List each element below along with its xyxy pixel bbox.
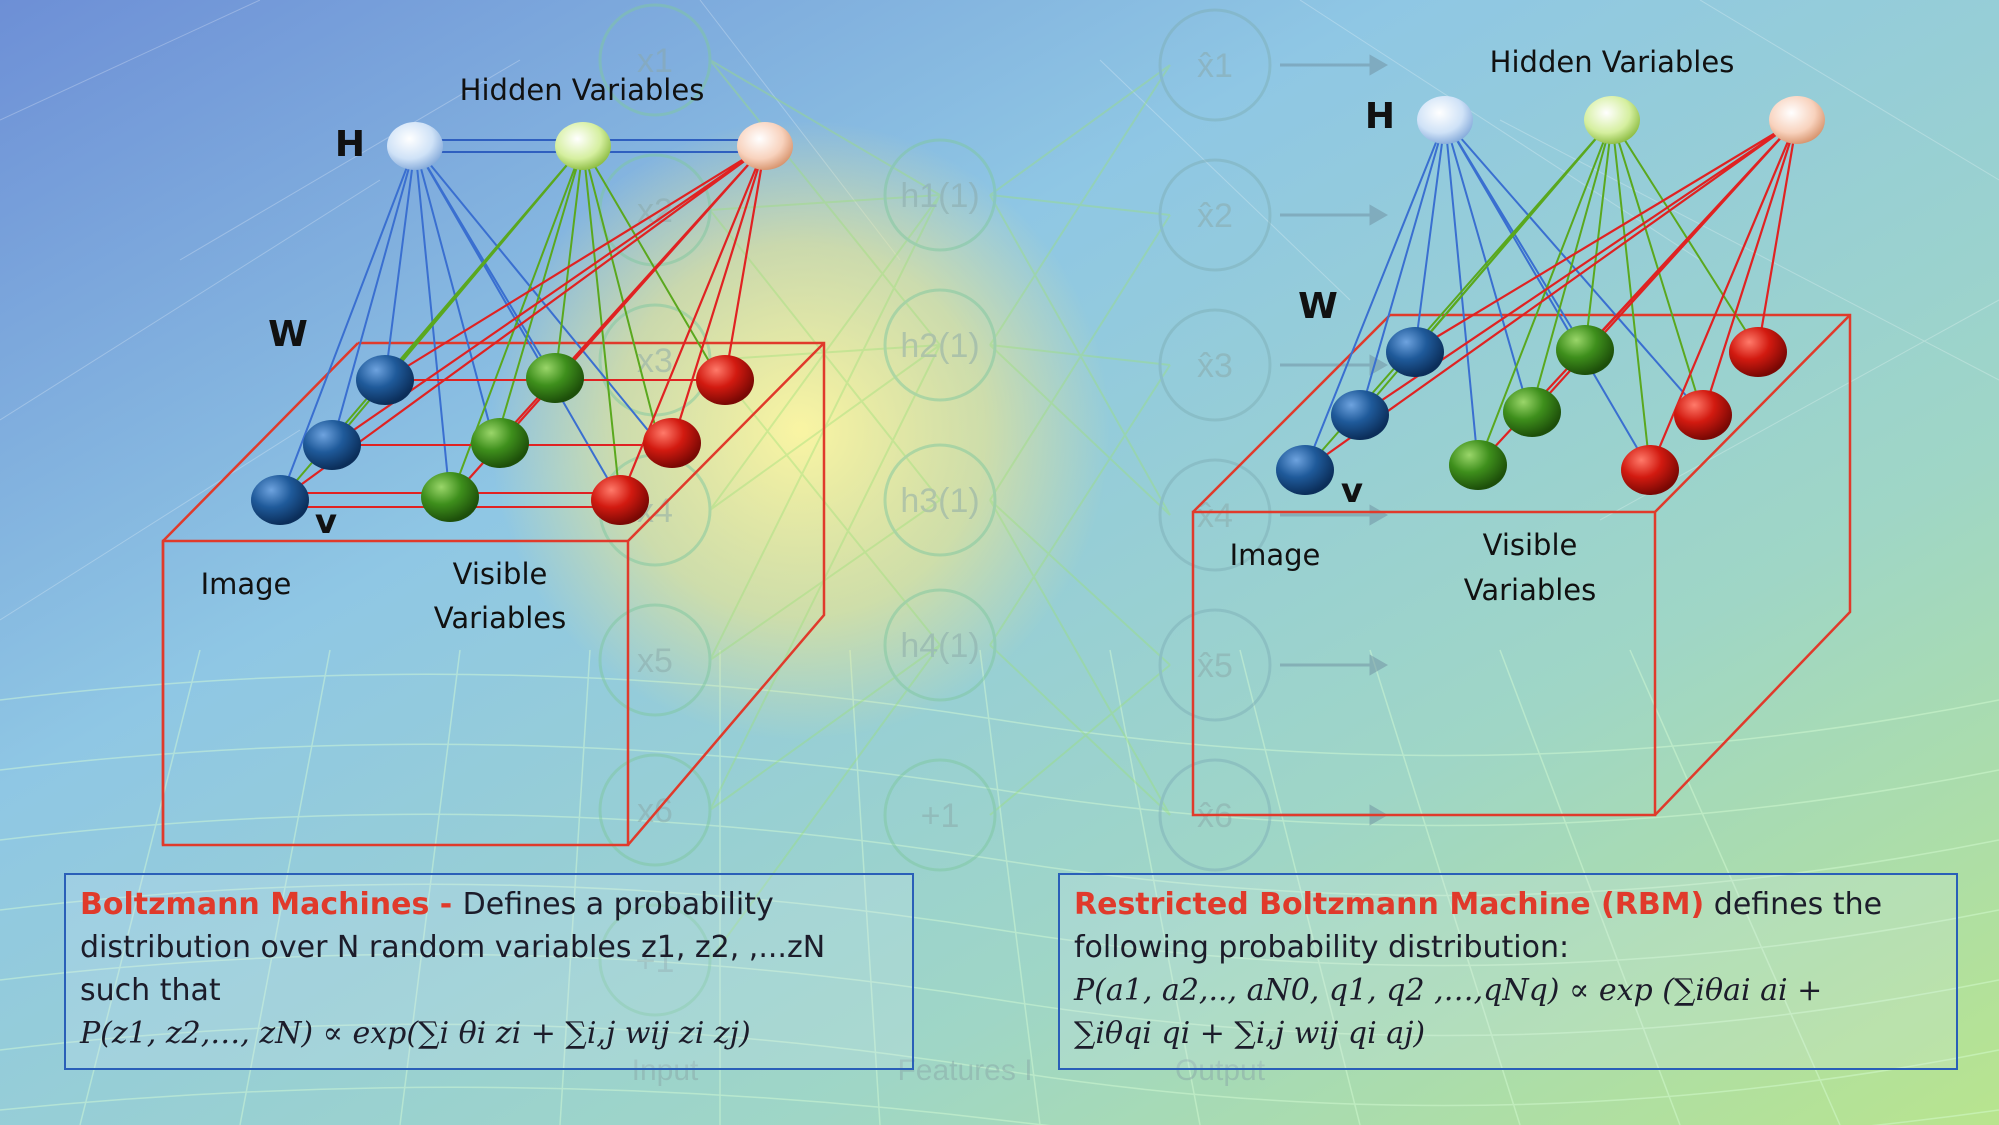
visible-node-blue [1331,390,1389,440]
image-cube-right [1191,313,1852,817]
visible-node-blue [251,475,309,525]
hidden-node-green [555,122,611,170]
boltzmann-description-panel: Boltzmann Machines - Defines a probabili… [64,873,914,1070]
bg-input-label: x3 [637,342,673,380]
bg-output-label: x̂3 [1197,347,1233,385]
v-label: v [1341,471,1363,511]
image-label: Image [201,567,292,601]
bg-caption: Output [1175,1054,1266,1087]
v-label: v [315,502,337,542]
background-glow [490,120,1110,740]
bg-output-arrows [1280,54,1389,826]
w-label: W [1298,286,1338,327]
bg-input-label: x2 [637,192,673,230]
visible-variables-label: Visible [1483,528,1578,562]
rbm-description-panel: Restricted Boltzmann Machine (RBM) defin… [1058,873,1958,1070]
panel-title: Boltzmann Machines [80,887,430,922]
boltzmann-machine-diagram: Hidden Variables H W v Image Visible Var… [161,73,826,847]
image-label: Image [1230,538,1321,572]
panel-text: distribution over N random variables z1,… [80,930,826,965]
panel-title: Restricted Boltzmann Machine (RBM) [1074,887,1705,922]
visible-node-green [1503,387,1561,437]
visible-node-blue [356,355,414,405]
h-label: H [1365,96,1395,137]
bg-hidden-nodes [883,138,997,872]
panel-formula: ∑iθqi qi + ∑i,j wij qi aj) [1074,1016,1426,1051]
background-network: x1 x2 x3 x4 x5 x6 +1 h1(1) h2(1) h3(1) h… [598,3,1389,1087]
edges-green-left [279,145,721,501]
bg-hidden-label: h2(1) [900,327,979,365]
hidden-node-peach [737,122,793,170]
panel-text: Defines a probability [462,887,774,922]
visible-node-green [471,418,529,468]
hidden-node-green [1584,96,1640,144]
bg-input-label: +1 [636,942,675,980]
bg-caption: Features I [897,1054,1032,1087]
edges-green-right [1304,119,1759,471]
visible-node-green [526,353,584,403]
background-grid [0,649,1999,1125]
visible-node-blue [1386,327,1444,377]
panel-text: following probability distribution: [1074,930,1570,965]
bg-output-nodes [1158,8,1272,872]
visible-node-red [1674,390,1732,440]
bg-caption: Input [632,1054,699,1087]
panel-text: defines the [1704,887,1883,922]
visible-node-green [421,472,479,522]
panel-title-separator: - [429,887,463,922]
rbm-diagram: Hidden Variables H W v Image Visible Var… [1191,45,1852,817]
visible-variables-label: Variables [434,601,567,635]
visible-node-red [643,418,701,468]
visible-variables-label: Visible [453,557,548,591]
visible-node-red [1729,327,1787,377]
panel-formula: P(a1, a2,.., aN0, q1, q2 ,…,qNq) ∝ exp (… [1074,973,1823,1008]
visible-node-green [1556,325,1614,375]
background-facets [0,0,1999,620]
panel-formula: P(z1, z2,…, zN) ∝ exp(∑i θi zi + ∑i,j wi… [80,1016,751,1051]
bg-hidden-label: h1(1) [900,177,979,215]
edges-red-left [279,145,767,501]
visible-variables-label: Variables [1464,573,1597,607]
hidden-node-peach [1769,96,1825,144]
hidden-node-blue [1417,96,1473,144]
visible-node-blue [1276,445,1334,495]
panel-line: Boltzmann Machines - Defines a probabili… [80,883,898,926]
hidden-variables-label: Hidden Variables [460,73,705,107]
visible-node-green [1449,440,1507,490]
hidden-node-blue [387,122,443,170]
bg-output-label: x̂1 [1197,47,1233,85]
panel-line: Restricted Boltzmann Machine (RBM) defin… [1074,883,1942,926]
h-label: H [335,124,365,165]
bg-labels: x1 x2 x3 x4 x5 x6 +1 h1(1) h2(1) h3(1) h… [632,42,1266,1087]
bg-hidden-label: h3(1) [900,482,979,520]
hidden-variables-label: Hidden Variables [1490,45,1735,79]
bg-hidden-label: h4(1) [900,627,979,665]
bg-output-label: x̂2 [1197,197,1233,235]
bg-input-label: x5 [637,642,673,680]
bg-input-label: x1 [637,42,673,80]
visible-node-red [1621,445,1679,495]
bg-output-label: x̂5 [1197,647,1233,685]
bg-hidden-label: +1 [921,797,960,835]
panel-text: such that [80,973,221,1008]
visible-node-red [591,475,649,525]
edges-red-right [1304,119,1799,471]
w-label: W [268,314,308,355]
visible-node-blue [303,420,361,470]
visible-node-red [696,355,754,405]
